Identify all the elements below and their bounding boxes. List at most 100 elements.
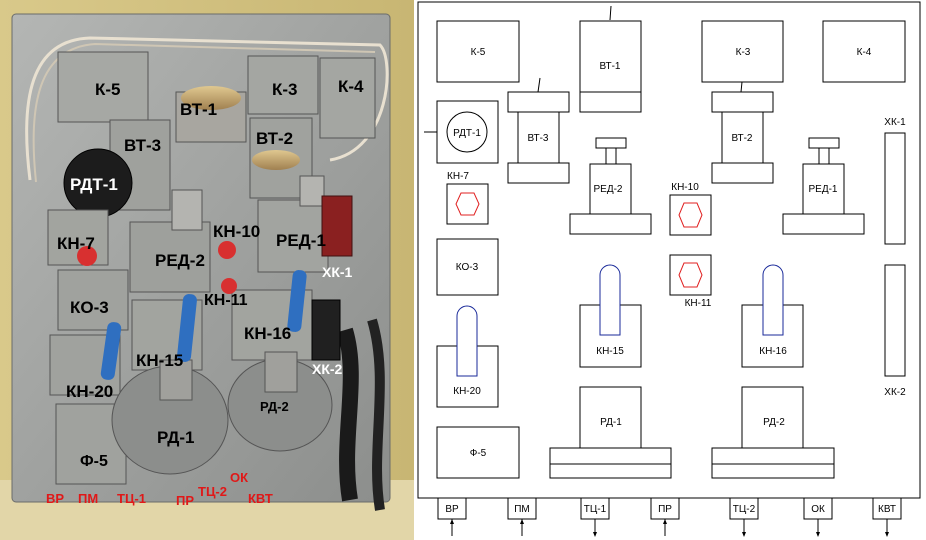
kn16-label: КН-16 <box>759 346 787 357</box>
photo-label-ok: ОК <box>230 470 248 485</box>
rdt1-label: РДТ-1 <box>453 128 481 139</box>
arrow-icon <box>816 532 820 537</box>
kn15-handle <box>177 294 197 362</box>
photo-label-rd1: РД-1 <box>157 428 195 447</box>
photo-label-vt1: ВТ-1 <box>180 100 217 119</box>
rd2-label: РД-2 <box>763 417 785 428</box>
port-7: КВТ <box>872 497 902 537</box>
vt3-label: ВТ-3 <box>527 133 548 144</box>
photo-label-pr: ПР <box>176 493 194 508</box>
kn11-valve: КН-11 <box>669 254 712 309</box>
photo-label-kn10: КН-10 <box>213 222 260 241</box>
photo-label-red2: РЕД-2 <box>155 251 205 270</box>
k4-label: К-4 <box>857 47 872 58</box>
arrow-icon <box>593 532 597 537</box>
f5-box: Ф-5 <box>436 426 520 479</box>
port-3: ТЦ-1 <box>580 497 610 537</box>
photo-label-vr: ВР <box>46 491 64 506</box>
red2-device: РЕД-2 <box>569 137 652 235</box>
ko3-box: КО-3 <box>436 238 499 296</box>
arrow-icon <box>742 532 746 537</box>
photo-label-k4: К-4 <box>338 77 364 96</box>
xk1-label: ХК-1 <box>884 117 906 128</box>
port-2: ПМ <box>507 497 537 536</box>
photo-label-vt3: ВТ-3 <box>124 136 161 155</box>
photo-label-kvt: КВТ <box>248 491 273 506</box>
red1-label: РЕД-1 <box>808 184 837 195</box>
photo-label-ko3: КО-3 <box>70 298 109 317</box>
photo-label-kn15: КН-15 <box>136 351 183 370</box>
vt3-device: ВТ-3 <box>507 77 570 184</box>
vt1-label: ВТ-1 <box>599 61 620 72</box>
kn15-valve: КН-15 <box>579 264 642 368</box>
photo-label-pm: ПМ <box>78 491 98 506</box>
arrow-icon <box>663 519 667 524</box>
schematic-frame <box>417 1 921 499</box>
kn11-hex-icon <box>678 262 703 288</box>
photo-label-kn20: КН-20 <box>66 382 113 401</box>
red2-label: РЕД-2 <box>593 184 622 195</box>
kn10-hex-icon <box>678 202 703 228</box>
ko3-label: КО-3 <box>456 262 479 273</box>
panel-photo: К-5 ВТ-1 К-3 К-4 ВТ-3 ВТ-2 РДТ-1 КН-7 КН… <box>0 0 414 540</box>
photo-label-xk2: ХК-2 <box>312 361 343 377</box>
k3-label: К-3 <box>736 47 751 58</box>
kn20-handle <box>100 322 122 380</box>
kn15-handle-icon <box>599 264 621 336</box>
port-label: ОК <box>811 504 825 515</box>
photo-label-f5: Ф-5 <box>80 453 108 470</box>
arrow-icon <box>885 532 889 537</box>
rd2-device: РД-2 <box>711 386 835 479</box>
photo-components <box>47 51 376 485</box>
k3-box: К-3 <box>701 20 784 93</box>
kn11-knob <box>221 278 237 294</box>
kn7-knob <box>77 246 97 266</box>
port-1: ВР <box>437 497 467 536</box>
vt1-device: ВТ-1 <box>579 5 642 113</box>
vt2-device: ВТ-2 <box>711 91 774 184</box>
rd1-device: РД-1 <box>549 386 672 479</box>
kn15-label: КН-15 <box>596 346 624 357</box>
photo-label-tc2: ТЦ-2 <box>198 484 227 499</box>
port-label: КВТ <box>878 504 896 515</box>
f5-label: Ф-5 <box>470 448 487 459</box>
arrow-icon <box>520 519 524 524</box>
kn11-label: КН-11 <box>685 298 712 309</box>
kn10-label: КН-10 <box>671 182 699 193</box>
photo-label-red1: РЕД-1 <box>276 231 326 250</box>
photo-label-k3: К-3 <box>272 80 298 99</box>
port-label: ПМ <box>514 504 530 515</box>
kn7-hex-icon <box>455 192 480 216</box>
kn7-label: КН-7 <box>447 171 469 182</box>
photo-label-tc1: ТЦ-1 <box>117 491 146 506</box>
kn20-handle-icon <box>456 305 478 377</box>
photo-label-vt2: ВТ-2 <box>256 129 293 148</box>
port-4: ПР <box>650 497 680 536</box>
photo-label-rd2: РД-2 <box>260 399 289 414</box>
red1-device: РЕД-1 <box>782 137 865 235</box>
photo-label-xk1: ХК-1 <box>322 264 353 280</box>
kn16-valve: КН-16 <box>741 264 804 368</box>
kn16-handle-icon <box>762 264 784 336</box>
vt2-label: ВТ-2 <box>731 133 752 144</box>
arrow-icon <box>450 519 454 524</box>
k5-box: К-5 <box>436 20 520 83</box>
xk2-bar: ХК-2 <box>884 264 906 398</box>
port-label: ПР <box>658 504 672 515</box>
kn10-knob <box>218 241 236 259</box>
photo-label-k5: К-5 <box>95 80 121 99</box>
xk1-bar: ХК-1 <box>884 117 906 245</box>
photo-label-kn11: КН-11 <box>204 292 248 309</box>
k4-box: К-4 <box>822 20 906 83</box>
xk2-label: ХК-2 <box>884 387 906 398</box>
photo-label-kn7: КН-7 <box>57 234 95 253</box>
panel-schematic: К-5 ВТ-1 К-3 К-4 РДТ-1 ВТ-3 ВТ-2 <box>417 1 921 537</box>
port-row: ВР ПМ ТЦ-1 ПР ТЦ-2 ОК КВТ <box>437 497 902 537</box>
port-5: ТЦ-2 <box>729 497 759 537</box>
kn20-valve: КН-20 <box>436 305 499 408</box>
rdt1-device: РДТ-1 <box>424 100 499 164</box>
kn7-valve: КН-7 <box>446 171 489 225</box>
k5-label: К-5 <box>471 47 486 58</box>
rd1-label: РД-1 <box>600 417 622 428</box>
port-6: ОК <box>803 497 833 537</box>
